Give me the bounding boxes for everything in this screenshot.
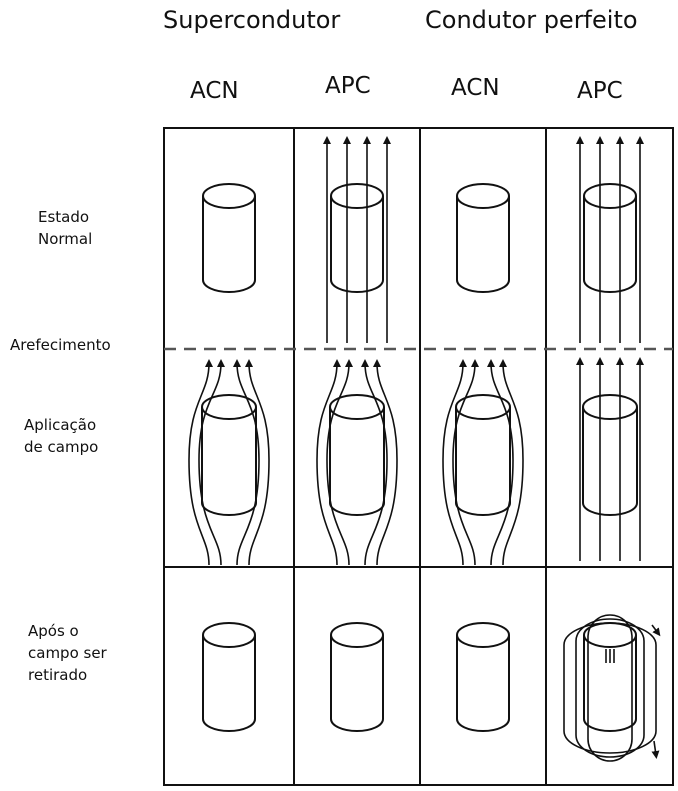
header-condutor-perfeito: Condutor perfeito (425, 6, 638, 34)
cylinder-r2-c1 (201, 394, 257, 516)
col-header-apc-2: APC (577, 78, 623, 104)
row-label-apos-campo: Após o campo ser retirado (28, 622, 107, 684)
col-header-acn-1: ACN (190, 78, 239, 104)
expelled-field-lines-r2-c2 (316, 359, 398, 566)
cylinder-r3-c4 (583, 622, 637, 732)
row-label-arefecimento: Arefecimento (10, 336, 111, 354)
cylinder-r2-c3 (455, 394, 511, 516)
cylinder-r1-c4 (583, 183, 637, 293)
col-header-apc-1: APC (325, 73, 371, 99)
cylinder-r1-c3 (456, 183, 510, 293)
grid-frame (163, 127, 674, 786)
trapped-flux-loops-r3-c4 (563, 614, 661, 762)
field-lines-r1-c2 (323, 136, 391, 343)
expelled-field-lines-r2-c1 (188, 359, 270, 566)
field-lines-r1-c4 (576, 136, 644, 343)
cylinder-r2-c4 (582, 394, 638, 516)
header-supercondutor: Supercondutor (163, 6, 341, 34)
cylinder-r1-c1 (202, 183, 256, 293)
field-lines-r2-c4 (576, 357, 644, 561)
cylinder-r1-c2 (330, 183, 384, 293)
cylinder-r2-c2 (329, 394, 385, 516)
row-label-estado-normal: Estado Normal (38, 208, 93, 248)
cylinder-r3-c1 (202, 622, 256, 732)
row-label-aplicacao-campo: Aplicação de campo (24, 416, 99, 456)
expelled-field-lines-r2-c3 (442, 359, 524, 566)
cylinder-r3-c3 (456, 622, 510, 732)
col-header-acn-2: ACN (451, 75, 500, 101)
cylinder-r3-c2 (330, 622, 384, 732)
